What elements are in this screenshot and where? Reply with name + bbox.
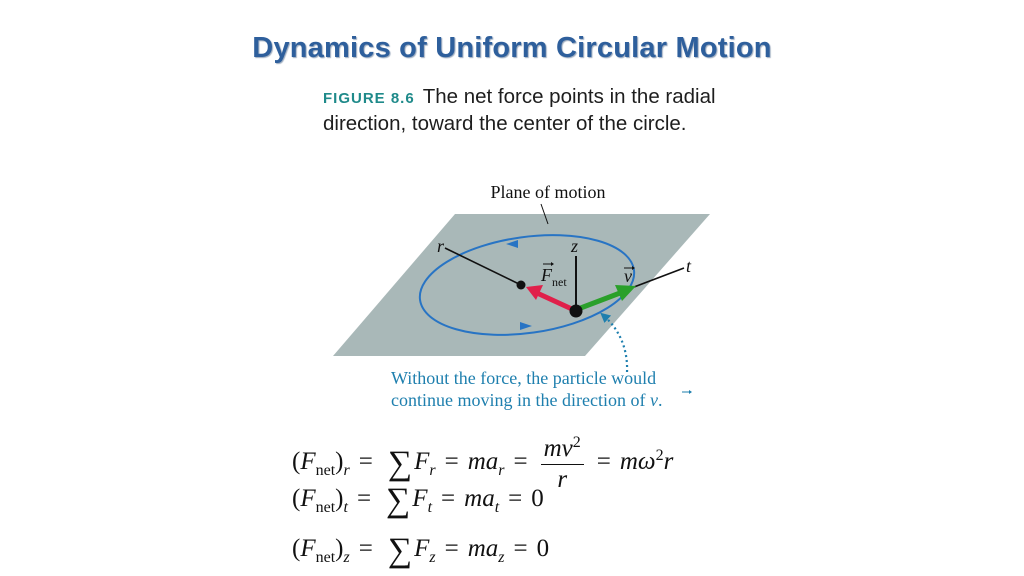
net-force-arrow-shaft xyxy=(535,290,576,313)
particle xyxy=(569,304,583,318)
circle-center-point xyxy=(516,280,526,290)
orbit-direction-arrow-top xyxy=(506,240,518,248)
z-axis-label: z xyxy=(570,236,578,256)
note-vector-bar-tip xyxy=(689,390,692,394)
note-line-1: Without the force, the particle would xyxy=(391,368,656,388)
slide-title: Dynamics of Uniform Circular Motion xyxy=(252,32,772,64)
velocity-vector-bar-tip xyxy=(632,266,635,270)
force-vector-bar-tip xyxy=(551,262,554,266)
r-axis-label: r xyxy=(437,236,445,256)
net-force-label: Fnet xyxy=(540,265,567,289)
equation-vertical: (Fnet)z=∑Fz=maz=0 xyxy=(292,532,550,569)
net-force-arrowhead xyxy=(526,285,543,300)
r-axis xyxy=(444,247,522,286)
orbit-direction-arrow-bottom xyxy=(520,322,532,330)
velocity-arrow-shaft xyxy=(577,290,621,312)
caption-text: The net force points in the radial direc… xyxy=(323,85,716,135)
velocity-arrowhead xyxy=(615,285,636,301)
figure-label: FIGURE 8.6 xyxy=(323,90,415,107)
t-axis-label: t xyxy=(686,256,692,276)
t-axis xyxy=(633,267,685,288)
equation-tangential: (Fnet)t=∑Ft=mat=0 xyxy=(292,482,544,519)
plane-label: Plane of motion xyxy=(491,182,606,202)
velocity-label: v xyxy=(624,266,632,286)
plane-label-leader xyxy=(540,203,549,225)
circular-orbit xyxy=(418,234,636,336)
note-line-2: continue moving in the direction of v. xyxy=(391,390,662,410)
note-pointer-dotted-arrow xyxy=(600,312,629,373)
